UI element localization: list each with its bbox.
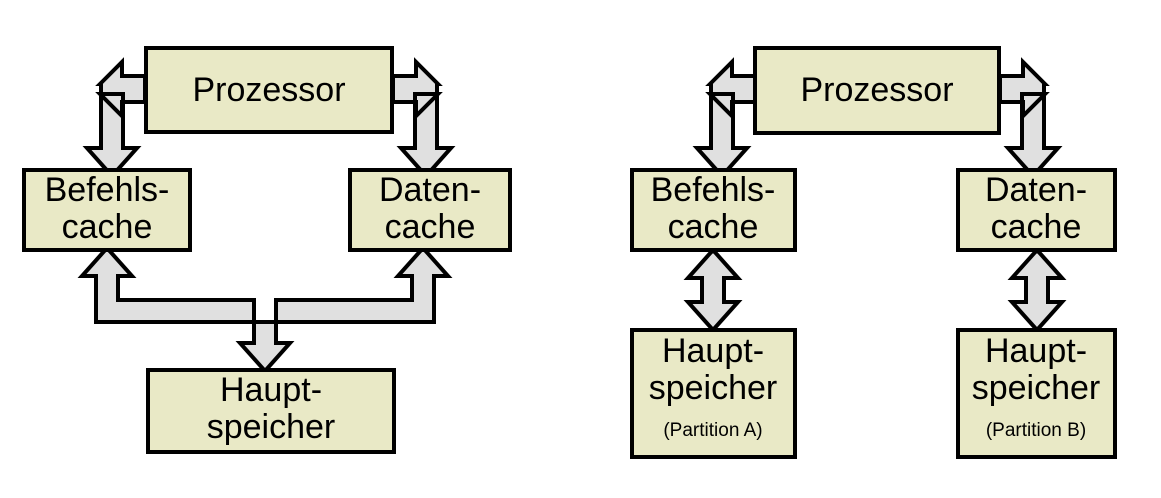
node-left-hauptspeicher-label-line2: speicher [207, 408, 336, 446]
node-left-datencache[interactable]: Daten- cache [348, 168, 512, 252]
node-left-hauptspeicher-label-line1: Haupt- [220, 371, 322, 409]
node-left-prozessor-label: Prozessor [192, 71, 345, 109]
node-right-prozessor-label: Prozessor [800, 71, 953, 109]
node-right-hauptspeicher-b-rect[interactable] [956, 328, 1117, 459]
arrow-right-befehlscache-prozessor [692, 57, 757, 180]
node-right-datencache-label-line1: Daten- [985, 171, 1087, 209]
node-right-datencache-label-line2: cache [991, 208, 1082, 246]
node-left-datencache-label-line1: Daten- [379, 171, 481, 209]
node-right-hauptspeicher-a-partition-label: (Partition A) [663, 420, 762, 441]
right-panel: Prozessor Befehls- cache Daten- cache Ha… [630, 46, 1117, 459]
node-left-datencache-label-line2: cache [385, 208, 476, 246]
node-left-befehlscache[interactable]: Befehls- cache [22, 168, 192, 252]
left-panel: Prozessor Befehls- cache Daten- cache Ha… [22, 46, 512, 454]
node-right-hauptspeicher-a[interactable]: Haupt- speicher (Partition A) [630, 328, 797, 459]
node-right-datencache-rect[interactable] [956, 168, 1117, 252]
node-right-hauptspeicher-b-label-line2: speicher [972, 369, 1101, 407]
node-left-prozessor[interactable]: Prozessor [144, 46, 394, 134]
node-right-befehlscache-rect[interactable] [630, 168, 797, 252]
node-left-befehlscache-label-line1: Befehls- [45, 171, 170, 209]
arrow-right-befehlscache-hauptspeicher-a [683, 246, 743, 334]
node-right-hauptspeicher-a-label-line2: speicher [649, 369, 778, 407]
arrow-left-befehlscache-prozessor [82, 57, 147, 180]
node-right-prozessor[interactable]: Prozessor [753, 46, 1001, 135]
node-right-befehlscache-label-line1: Befehls- [651, 171, 776, 209]
node-right-hauptspeicher-b[interactable]: Haupt- speicher (Partition B) [956, 328, 1117, 459]
node-left-befehlscache-rect[interactable] [22, 168, 192, 252]
arrow-left-caches-hauptspeicher [77, 244, 453, 375]
node-right-befehlscache[interactable]: Befehls- cache [630, 168, 797, 252]
node-right-hauptspeicher-a-label-line1: Haupt- [662, 332, 764, 370]
node-right-datencache[interactable]: Daten- cache [956, 168, 1117, 252]
arrow-left-datencache-prozessor [391, 57, 456, 180]
node-right-hauptspeicher-a-rect[interactable] [630, 328, 797, 459]
node-left-hauptspeicher-rect[interactable] [146, 368, 396, 454]
node-left-datencache-rect[interactable] [348, 168, 512, 252]
node-left-hauptspeicher[interactable]: Haupt- speicher [146, 368, 396, 454]
node-right-hauptspeicher-b-label-line1: Haupt- [985, 332, 1087, 370]
arrow-right-datencache-prozessor [998, 57, 1063, 180]
node-left-prozessor-rect[interactable] [144, 46, 394, 134]
arrow-right-datencache-hauptspeicher-b [1007, 246, 1067, 334]
node-right-befehlscache-label-line2: cache [668, 208, 759, 246]
node-right-prozessor-rect[interactable] [753, 46, 1001, 135]
node-left-befehlscache-label-line2: cache [62, 208, 153, 246]
node-right-hauptspeicher-b-partition-label: (Partition B) [986, 420, 1086, 441]
